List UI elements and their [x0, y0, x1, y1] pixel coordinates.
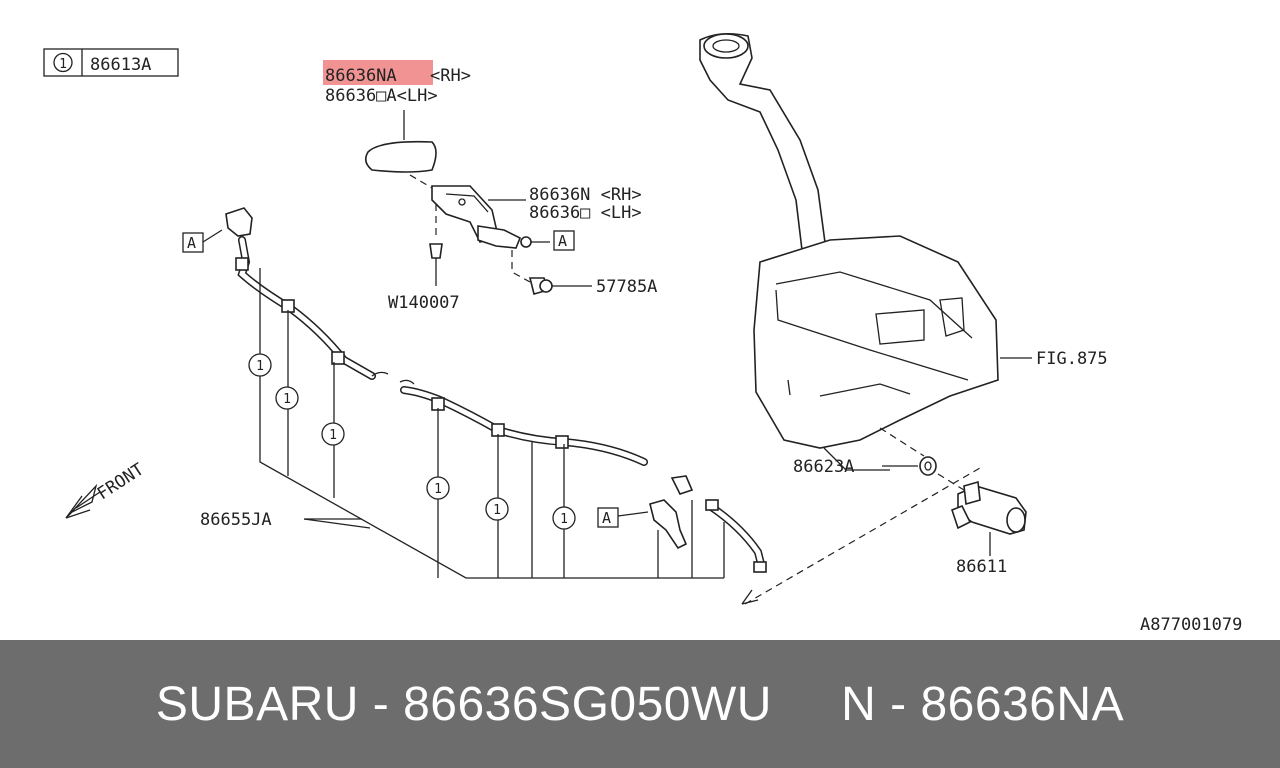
- joint-a-hose-start: A: [187, 234, 196, 252]
- part-label-grommet[interactable]: 86623A: [793, 457, 854, 477]
- clip-marker: 1: [560, 512, 568, 527]
- part-highlight: [323, 60, 433, 85]
- part-label-nozzle-rh[interactable]: 86636NA: [325, 66, 397, 86]
- part-label-tank-ref[interactable]: FIG.875: [1036, 349, 1108, 369]
- clip-markers: 1 1 1 1 1 1: [248, 353, 576, 530]
- part-label-hose[interactable]: 86655JA: [200, 510, 272, 530]
- joint-a-hose-end: A: [602, 509, 611, 527]
- part-label-motor[interactable]: 86611: [956, 557, 1007, 577]
- clip-marker: 1: [493, 503, 501, 518]
- part-label-bracket-rh[interactable]: 86636N <RH>: [529, 185, 642, 205]
- legend-box: 1 86613A: [43, 48, 179, 77]
- parts-diagram: 1 86613A 86636NA <RH> 86636□A<LH> 86636N…: [43, 32, 1242, 635]
- legend-part-number: 86613A: [90, 55, 151, 75]
- footer-part-title: SUBARU - 86636SG050WU N - 86636NA: [155, 677, 1125, 731]
- part-label-clip[interactable]: W140007: [388, 293, 460, 313]
- nozzle-bracket-shape: [431, 185, 550, 249]
- pump-motor-shape: [951, 480, 1027, 535]
- part-label-nozzle-rh-side: <RH>: [430, 66, 471, 86]
- footer-bar: SUBARU - 86636SG050WU N - 86636NA: [0, 640, 1280, 768]
- legend-marker: 1: [59, 57, 67, 72]
- front-label: FRONT: [94, 460, 148, 505]
- nozzle-cap-shape: [364, 140, 437, 173]
- clip-marker: 1: [434, 482, 442, 497]
- part-label-nozzle-lh[interactable]: 86636□A<LH>: [325, 86, 438, 106]
- washer-tank-shape: [699, 32, 999, 471]
- washer-hose-shape: [225, 207, 767, 573]
- clip-shape: [429, 243, 443, 259]
- clip-marker: 1: [329, 428, 337, 443]
- grommet-shape: [919, 456, 937, 476]
- bolt-shape: [528, 277, 553, 295]
- clip-marker: 1: [283, 392, 291, 407]
- joint-a-bracket: A: [558, 232, 567, 250]
- part-label-bolt[interactable]: 57785A: [596, 277, 657, 297]
- clip-marker: 1: [256, 359, 264, 374]
- diagram-ref-code: A877001079: [1140, 615, 1242, 635]
- front-arrow-icon: [65, 483, 101, 519]
- part-label-bracket-lh[interactable]: 86636□ <LH>: [529, 203, 642, 223]
